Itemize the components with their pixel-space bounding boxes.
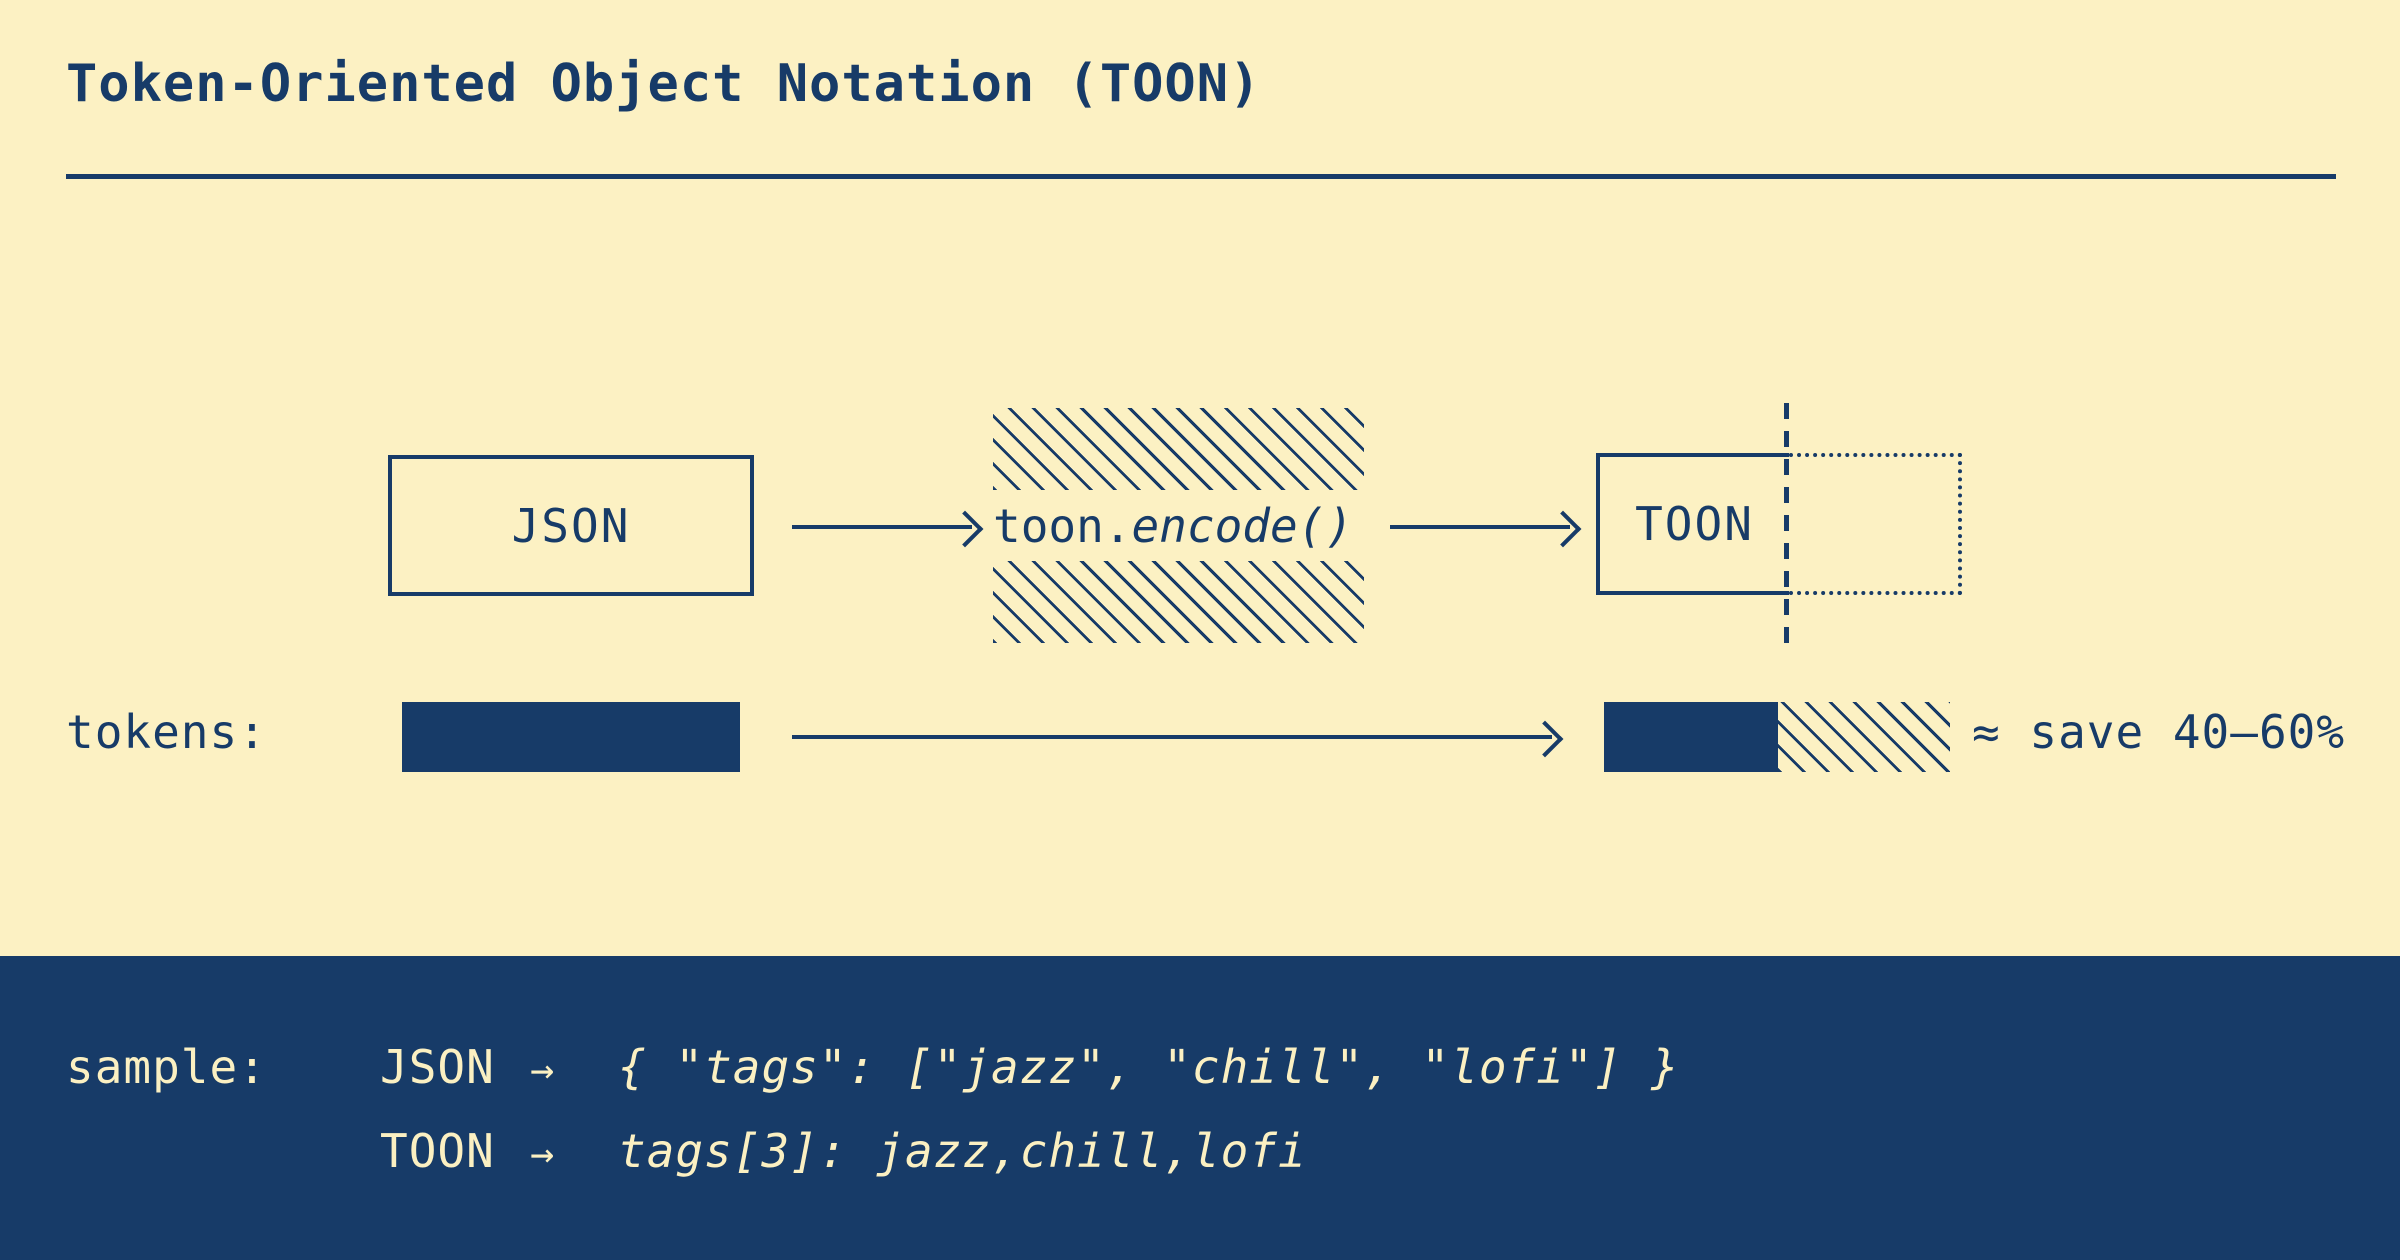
- token-bar-json: [402, 702, 740, 772]
- toon-node-filled-part: TOON: [1596, 453, 1789, 595]
- tokens-row-label: tokens:: [66, 705, 267, 759]
- tokens-arrow-line: [792, 735, 1552, 739]
- encode-namespace: toon.: [993, 498, 1132, 553]
- title-divider: [66, 174, 2336, 179]
- tokens-arrow-head-icon: [1526, 720, 1564, 758]
- flow-arrow-2-head-icon: [1544, 510, 1582, 548]
- flow-arrow-1-head-icon: [946, 510, 984, 548]
- encode-method: encode(): [1131, 498, 1354, 553]
- toon-node-divider: [1784, 403, 1789, 645]
- hatch-pattern-top: [993, 408, 1364, 490]
- sample-json-code: { "tags": ["jazz", "chill", "lofi"] }: [618, 1040, 1680, 1094]
- sample-toon-arrow-icon: →: [530, 1131, 555, 1177]
- flow-arrow-1-line: [792, 525, 972, 529]
- sample-json-arrow-icon: →: [530, 1047, 555, 1093]
- flow-arrow-2-line: [1390, 525, 1570, 529]
- json-node: JSON: [388, 455, 754, 596]
- token-bar-toon-used: [1604, 702, 1778, 772]
- sample-row-label: sample:: [66, 1040, 267, 1094]
- json-node-label: JSON: [511, 498, 631, 553]
- token-bar-toon-saved: [1778, 702, 1950, 772]
- sample-band: [0, 956, 2400, 1260]
- savings-annotation: ≈ save 40–60%: [1972, 705, 2346, 759]
- sample-row-json: JSON → { "tags": ["jazz", "chill", "lofi…: [380, 1040, 1680, 1094]
- sample-toon-format-label: TOON: [380, 1124, 495, 1178]
- toon-node-label: TOON: [1635, 497, 1754, 551]
- toon-node: TOON: [1596, 403, 1962, 645]
- sample-row-toon: TOON → tags[3]: jazz,chill,lofi: [380, 1124, 1307, 1178]
- sample-json-format-label: JSON: [380, 1040, 495, 1094]
- encode-call-label: toon.encode(): [993, 490, 1364, 561]
- page-title: Token-Oriented Object Notation (TOON): [66, 54, 1262, 114]
- sample-toon-code: tags[3]: jazz,chill,lofi: [618, 1124, 1307, 1178]
- toon-node-saved-part: [1789, 453, 1962, 595]
- hatch-pattern-bottom: [993, 561, 1364, 643]
- encode-transform-node: toon.encode(): [993, 408, 1364, 643]
